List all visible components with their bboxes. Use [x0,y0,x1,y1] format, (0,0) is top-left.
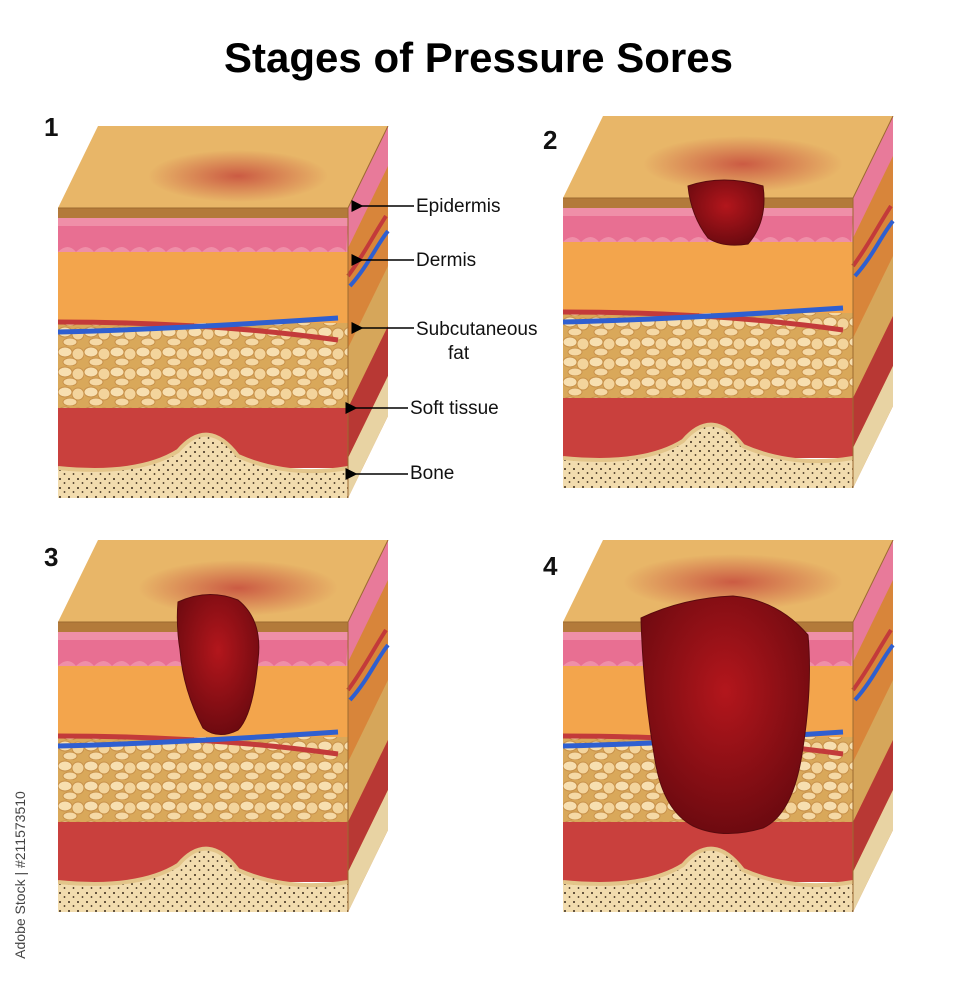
stage-4-number: 4 [543,551,558,581]
stage-3-number: 3 [44,542,59,572]
wound-shape [687,179,765,246]
label-soft-tissue: Soft tissue [410,398,499,419]
stage-4-diagram [563,540,899,918]
label-subcutaneous: Subcutaneous [416,319,538,340]
redness-area [623,554,843,610]
wound-shape [176,594,260,735]
redness-area [643,136,843,192]
redness-area [148,150,328,202]
stage-1-number: 1 [44,112,59,142]
label-arrows [345,200,414,480]
stage-1-diagram [58,126,394,504]
label-bone: Bone [410,463,455,484]
page-title: Stages of Pressure Sores [224,34,733,81]
stage-2-diagram [563,116,899,494]
watermark-text: Adobe Stock | #211573510 [12,791,28,959]
label-dermis: Dermis [416,250,477,271]
stage-3-diagram [58,540,394,918]
label-fat: fat [448,343,470,364]
watermark: Adobe Stock | #211573510 [8,775,32,975]
label-epidermis: Epidermis [416,196,501,217]
stage-2-number: 2 [543,125,558,155]
wound-shape [640,595,810,835]
